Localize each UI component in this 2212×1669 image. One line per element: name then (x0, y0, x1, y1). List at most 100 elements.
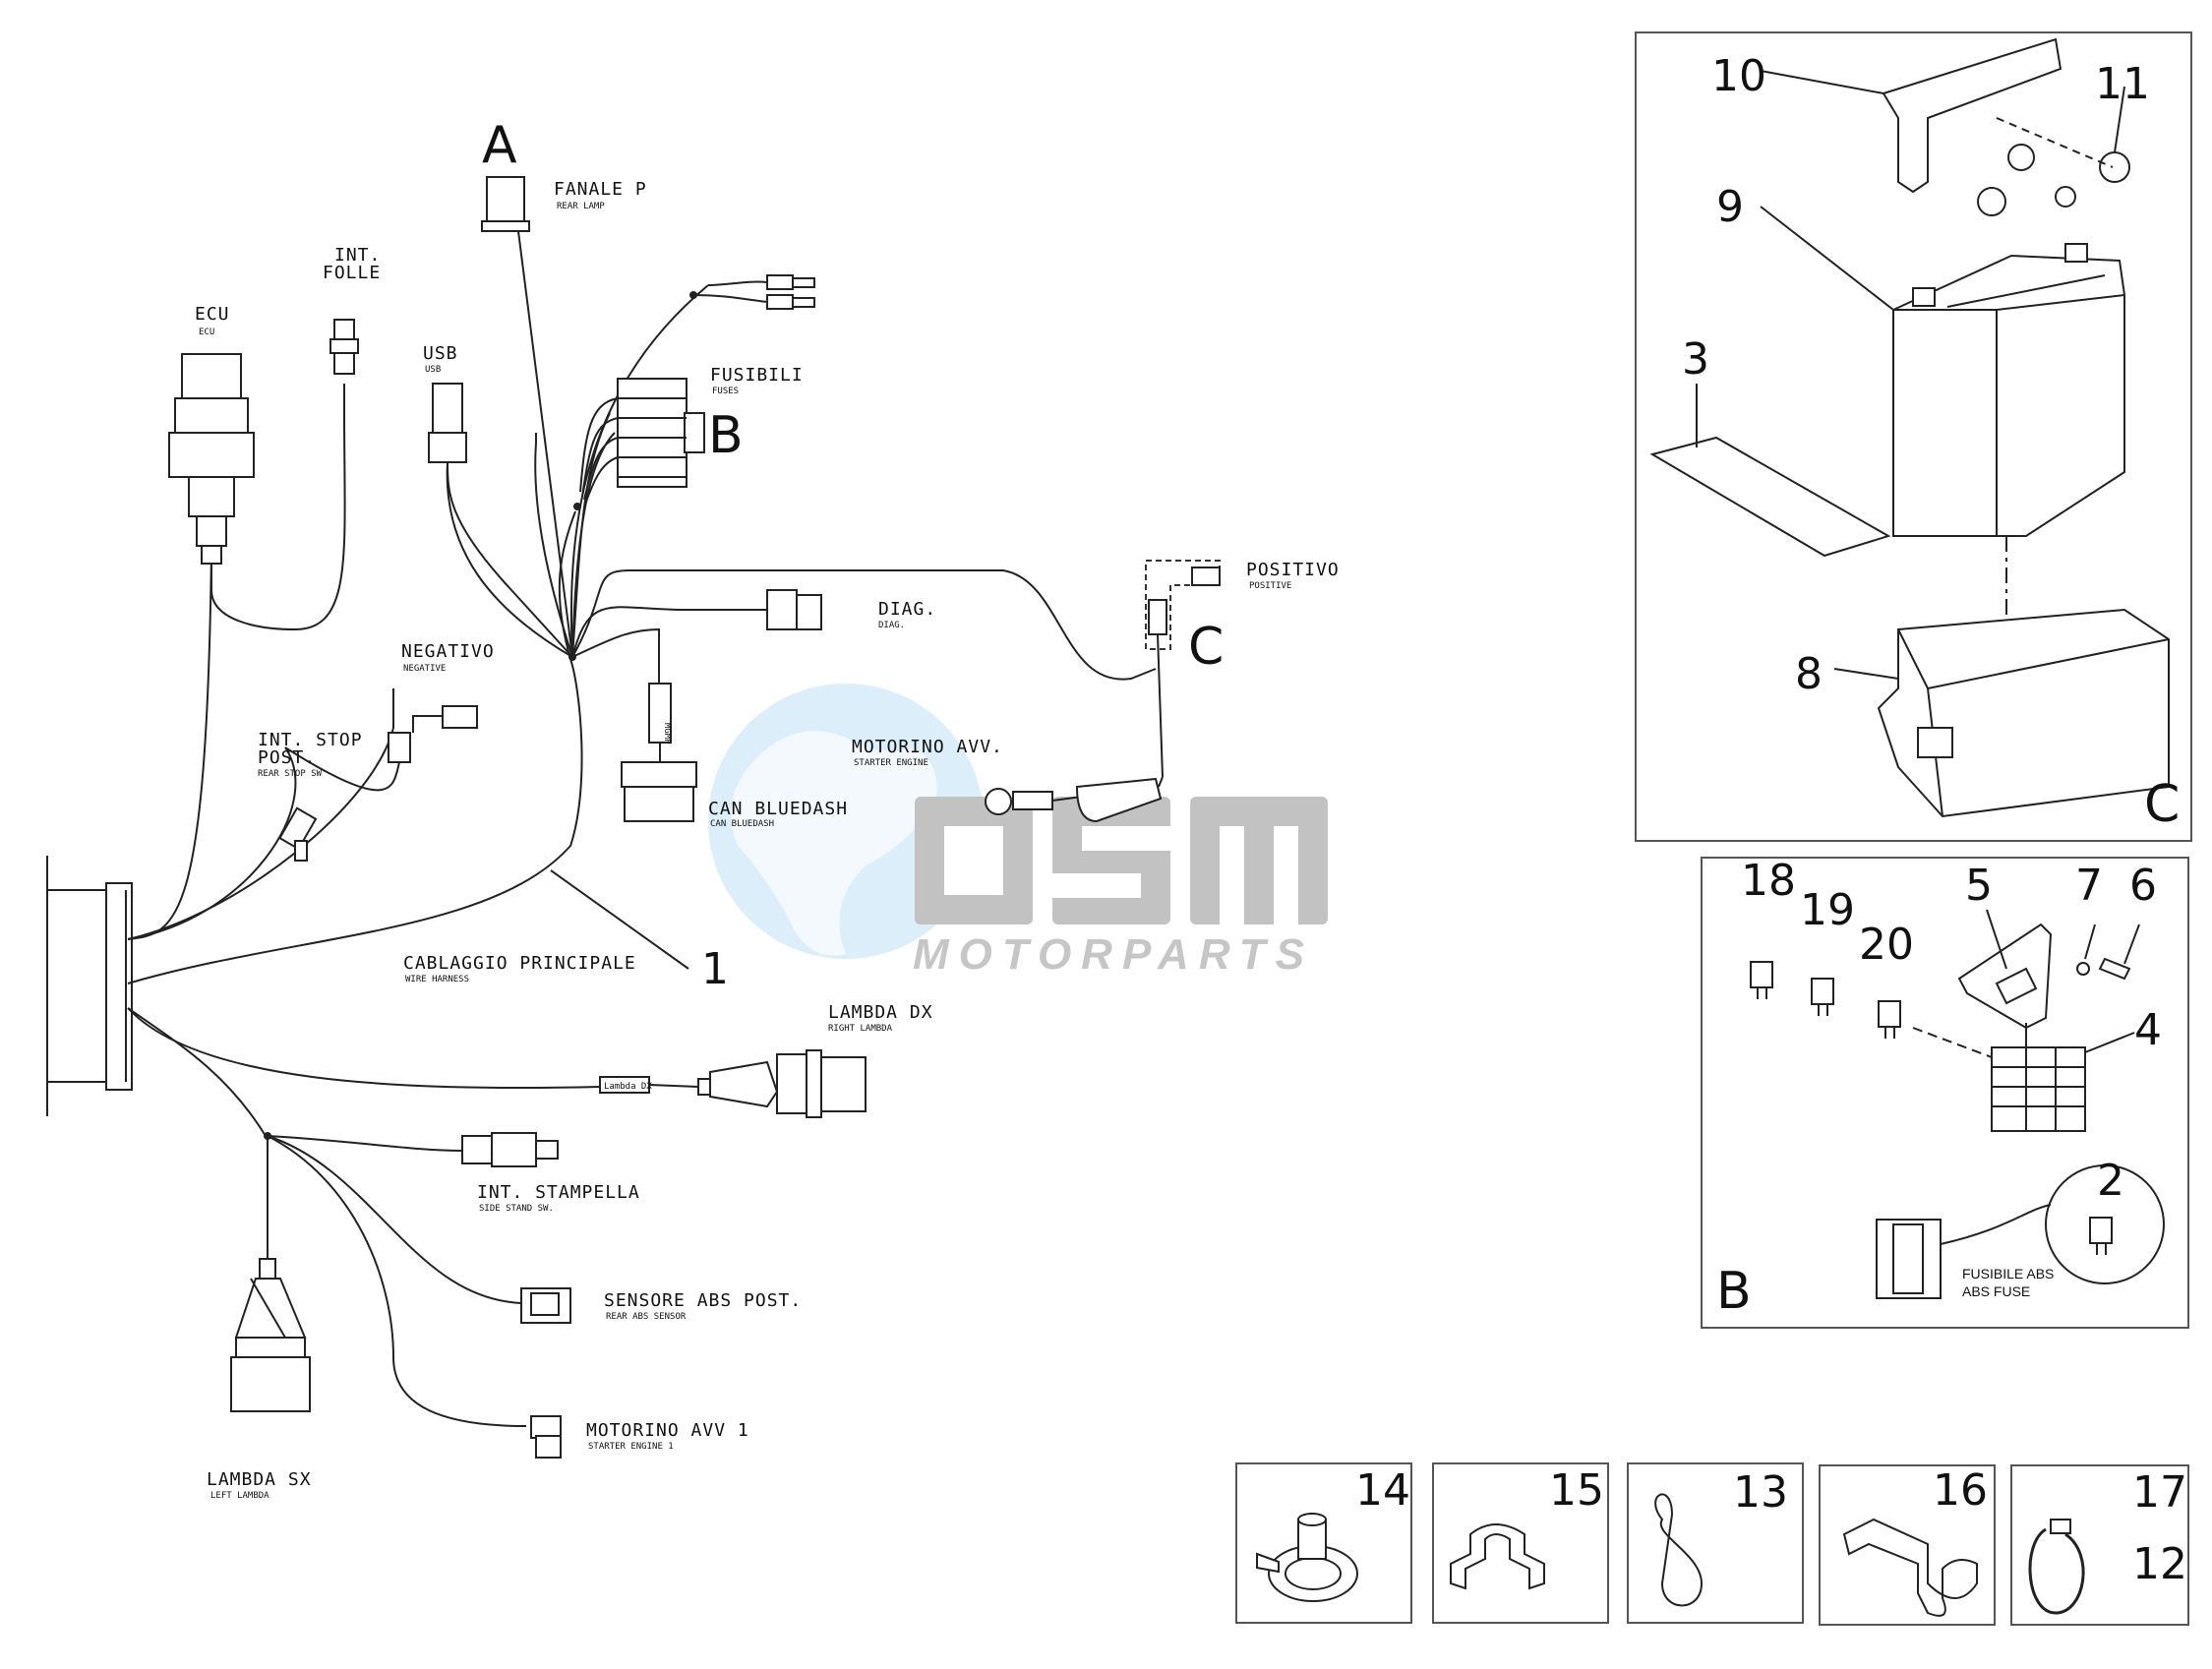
fuse-2 (2089, 1217, 2113, 1244)
callout-10: 10 (1711, 51, 1766, 101)
label-cablaggio: CABLAGGIO PRINCIPALE (403, 953, 636, 974)
label-abs-sensor: SENSORE ABS POST. (604, 1290, 802, 1311)
callout-1: 1 (701, 944, 729, 994)
callout-c-main: C (1188, 618, 1224, 677)
part-16-box (1819, 1464, 1996, 1626)
label-abs-sensor-en: REAR ABS SENSOR (606, 1312, 687, 1322)
label-fusibile-abs-en: ABS FUSE (1962, 1283, 2030, 1299)
label-lambda-dx-en: RIGHT LAMBDA (828, 1024, 893, 1034)
label-stampella: INT. STAMPELLA (477, 1182, 640, 1203)
lambda-dx-connector (599, 1049, 867, 1118)
label-ecu-en: ECU (199, 328, 214, 337)
label-lambda-sx-en: LEFT LAMBDA (210, 1491, 269, 1501)
callout-14: 14 (1355, 1465, 1410, 1516)
main-connector-flange (105, 882, 133, 1091)
label-usb-en: USB (425, 365, 441, 375)
side-stand-switch (461, 1132, 559, 1167)
callout-8: 8 (1795, 649, 1823, 699)
label-int-stop-en: REAR STOP SW (258, 769, 323, 779)
label-positivo-en: POSITIVE (1249, 581, 1291, 591)
label-motorino: MOTORINO AVV. (852, 737, 1003, 757)
label-fusibili: FUSIBILI (710, 365, 804, 386)
callout-6: 6 (2129, 861, 2157, 911)
part-14-box (1235, 1462, 1412, 1624)
battery-pad (1649, 436, 1891, 558)
ecu-connector (168, 353, 255, 565)
can-bluedash-connector (621, 683, 697, 822)
callout-9: 9 (1716, 182, 1744, 232)
label-lambda-dx: LAMBDA DX (828, 1002, 933, 1023)
fuse-19 (1811, 978, 1834, 1005)
label-lambda-sx: LAMBDA SX (207, 1469, 312, 1490)
callout-15: 15 (1549, 1465, 1604, 1516)
abs-sensor-connector (520, 1287, 571, 1324)
panel-c-battery (1635, 31, 2192, 842)
callout-a: A (482, 116, 517, 175)
label-cablaggio-en: WIRE HARNESS (405, 975, 469, 984)
battery-box (1877, 608, 2170, 818)
callout-5: 5 (1965, 861, 1993, 911)
callout-20: 20 (1859, 920, 1914, 970)
label-usb: USB (423, 343, 458, 364)
part-15-box (1432, 1462, 1609, 1624)
callout-3: 3 (1682, 334, 1709, 385)
callout-b-panel: B (1716, 1262, 1752, 1321)
callout-17: 17 (2132, 1467, 2187, 1518)
callout-11: 11 (2095, 59, 2150, 109)
callout-b-main: B (708, 406, 744, 465)
label-can-en: CAN BLUEDASH (710, 819, 774, 829)
callout-19: 19 (1800, 885, 1855, 935)
label-positivo: POSITIVO (1246, 560, 1340, 580)
rear-stop-switch (278, 806, 318, 862)
callout-7: 7 (2075, 861, 2103, 911)
callout-c-panel: C (2144, 775, 2180, 834)
starter-engine-1-connector (530, 1415, 562, 1459)
panel-b-frame (1701, 857, 2189, 1329)
watermark-sub: MOTORPARTS (913, 930, 1314, 979)
label-motorino-en: STARTER ENGINE (854, 758, 928, 768)
callout-16: 16 (1933, 1465, 1988, 1516)
label-int-stop-2: POST. (258, 747, 316, 768)
callout-18: 18 (1741, 856, 1796, 906)
diag-connector (766, 589, 822, 630)
part-17-12-box (2010, 1464, 2189, 1626)
fuse-18 (1750, 961, 1773, 988)
callout-12: 12 (2132, 1539, 2187, 1589)
label-mgmp: MGMP (662, 723, 672, 745)
label-diag-en: DIAG. (878, 621, 905, 630)
spade-connectors (689, 274, 815, 310)
label-motorino1: MOTORINO AVV 1 (586, 1420, 749, 1441)
label-fusibile-abs: FUSIBILE ABS (1962, 1266, 2054, 1282)
fuse-20 (1878, 1000, 1901, 1028)
leader-1 (550, 869, 689, 970)
usb-connector (428, 383, 467, 463)
fuse-box (1991, 1046, 2086, 1132)
label-stampella-en: SIDE STAND SW. (479, 1204, 554, 1214)
positive-terminal (1145, 560, 1221, 778)
label-fanale: FANALE P (554, 179, 647, 200)
int-folle-switch (329, 319, 359, 375)
callout-4: 4 (2134, 1005, 2162, 1055)
label-negativo-en: NEGATIVE (403, 664, 446, 674)
battery (1892, 254, 2125, 537)
callout-2: 2 (2097, 1156, 2124, 1206)
label-fanale-en: REAR LAMP (557, 202, 605, 211)
fanale-connector (481, 176, 530, 232)
label-motorino1-en: STARTER ENGINE 1 (588, 1442, 674, 1452)
lambda-sx-connector (230, 1258, 311, 1412)
watermark: MOTORPARTS (708, 684, 1328, 979)
fuse-box-connector (579, 378, 705, 503)
label-lambda-tag: Lambda DX (604, 1082, 652, 1092)
part-13-box (1627, 1462, 1804, 1624)
label-int-folle-2: FOLLE (323, 263, 381, 283)
starter-motor-terminal (985, 776, 1164, 823)
label-ecu: ECU (195, 304, 230, 325)
watermark-m (1190, 797, 1328, 924)
label-diag: DIAG. (878, 599, 936, 620)
label-int-folle: INT. (334, 245, 381, 266)
negative-terminal (284, 705, 478, 792)
label-fusibili-en: FUSES (712, 387, 739, 396)
fuse-cover (1957, 923, 2053, 1030)
